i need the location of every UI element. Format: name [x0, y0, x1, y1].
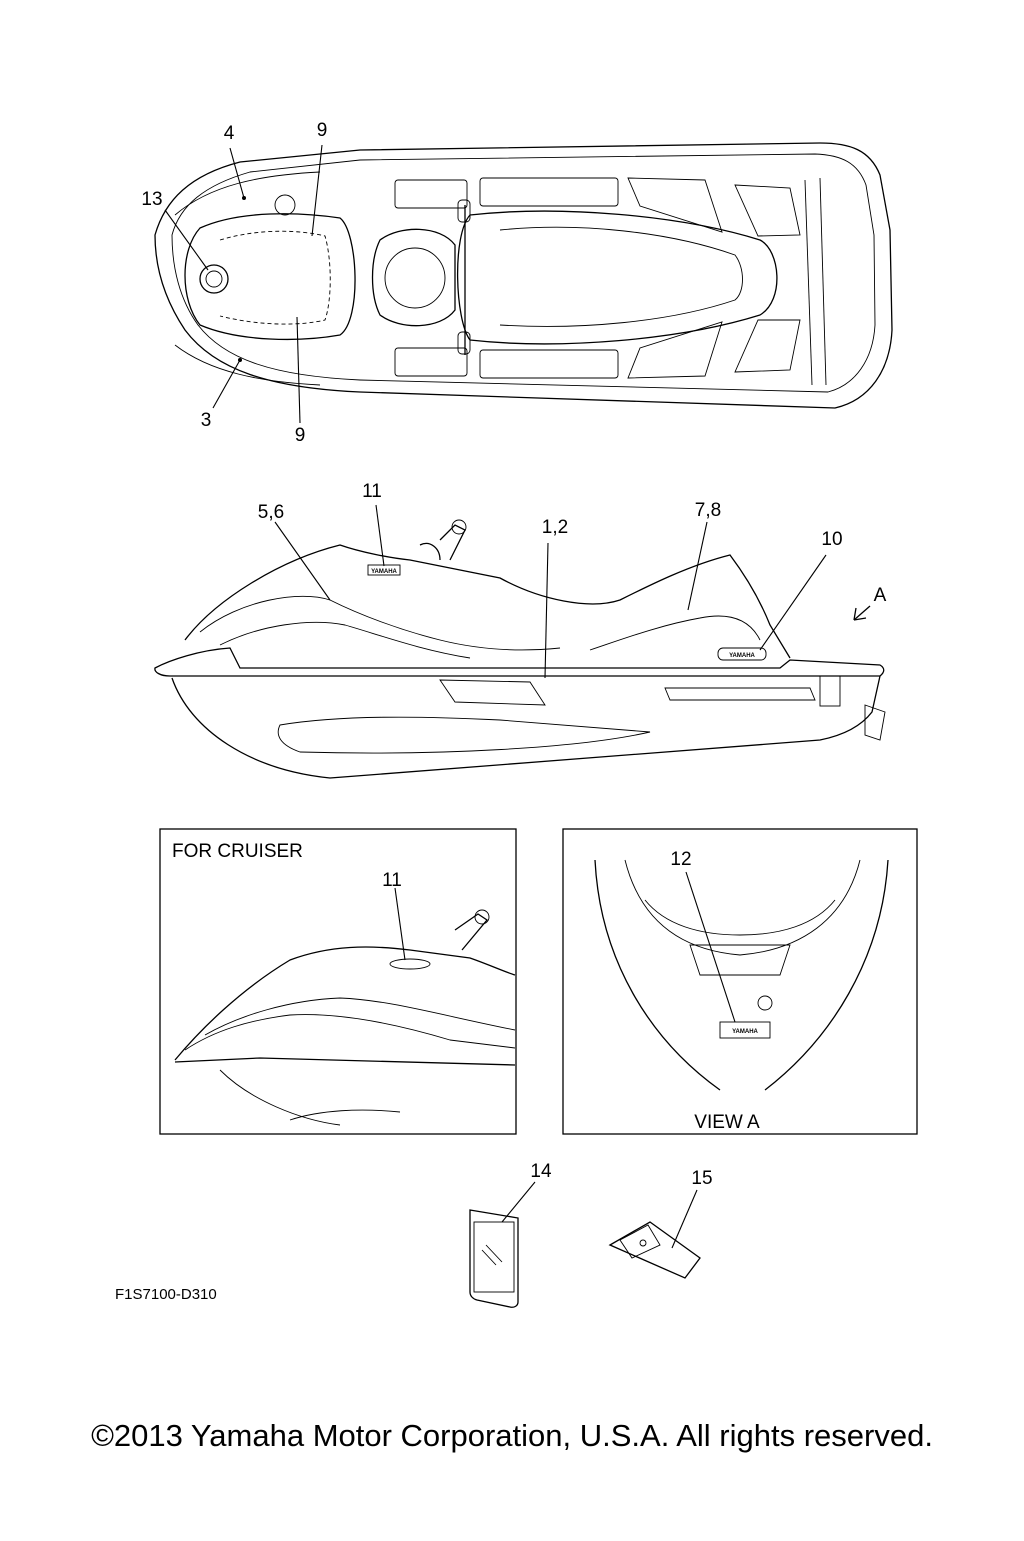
inset-right-title: VIEW A [694, 1112, 760, 1133]
inset-left-title: FOR CRUISER [172, 841, 303, 862]
callout-11-cruiser: 11 [382, 870, 402, 891]
callout-7-8: 7,8 [695, 500, 721, 521]
callout-5-6: 5,6 [258, 502, 284, 523]
callout-3: 3 [201, 410, 212, 431]
drawing-code: F1S7100-D310 [115, 1286, 217, 1303]
side-view-watercraft: YAMAHA YAMAHA [154, 504, 886, 779]
callout-13: 13 [141, 189, 162, 210]
callout-4: 4 [224, 123, 235, 144]
callout-11: 11 [362, 481, 382, 502]
callout-15: 15 [691, 1168, 712, 1189]
inset-view-a: YAMAHA [562, 828, 918, 1135]
callout-10: 10 [821, 529, 842, 550]
callout-1-2: 1,2 [542, 517, 568, 538]
callout-9-top: 9 [317, 120, 328, 141]
callout-14: 14 [530, 1161, 552, 1182]
callout-view-a-arrow: A [874, 585, 887, 606]
part-15-case [608, 1189, 701, 1279]
copyright-notice: ©2013 Yamaha Motor Corporation, U.S.A. A… [91, 1418, 933, 1453]
callout-9-bottom: 9 [295, 425, 306, 446]
callout-12: 12 [670, 849, 691, 870]
side-badge-10: YAMAHA [729, 653, 755, 659]
part-14-pouch [469, 1181, 536, 1308]
inset-for-cruiser [159, 828, 517, 1135]
top-view-watercraft [154, 142, 893, 424]
side-badge-11: YAMAHA [371, 569, 397, 575]
view-a-badge-12: YAMAHA [732, 1029, 758, 1035]
